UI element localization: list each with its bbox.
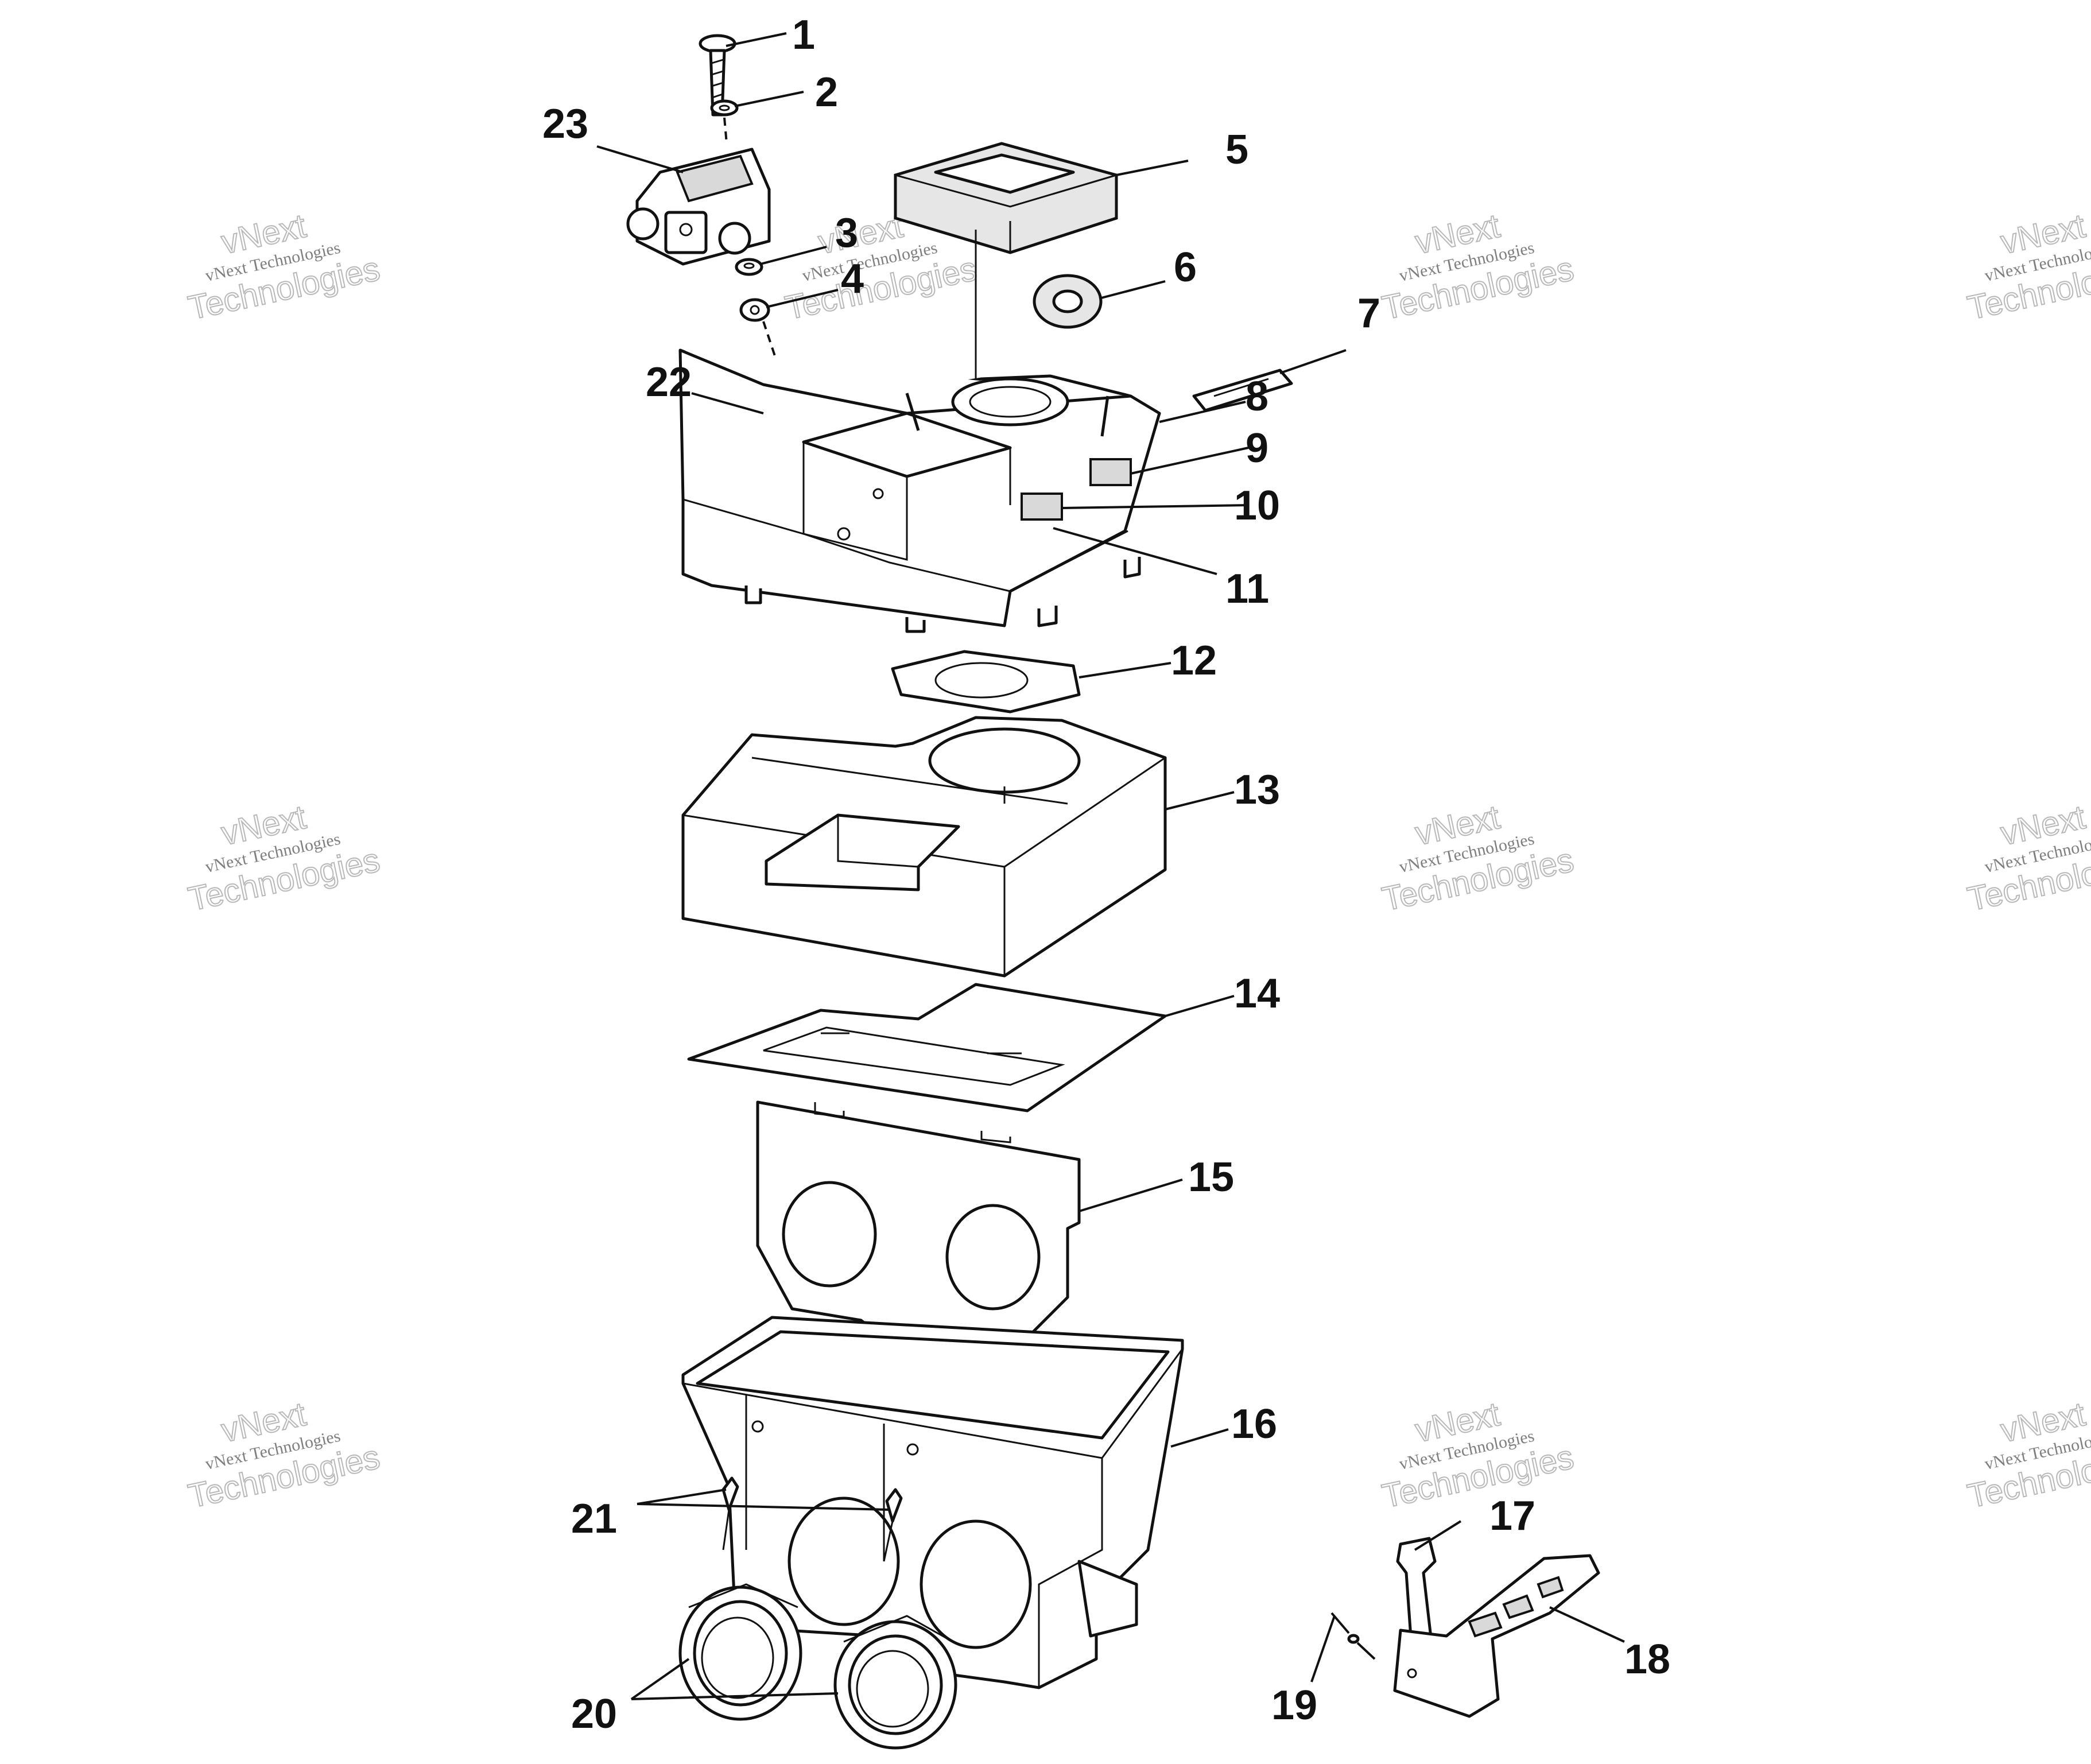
callout-3: 3 <box>835 210 858 256</box>
callout-23: 23 <box>542 101 588 147</box>
part-filter-housing <box>681 716 1167 978</box>
callout-16: 16 <box>1231 1401 1277 1447</box>
leader-line-15 <box>1079 1178 1183 1212</box>
leader-line-17 <box>1414 1520 1462 1551</box>
part-bracket <box>1393 1554 1600 1718</box>
leader-line-1 <box>726 32 787 47</box>
callout-19: 19 <box>1271 1682 1317 1728</box>
leader-line-3 <box>760 246 827 265</box>
leader-line-18 <box>1549 1606 1625 1643</box>
leader-line-16 <box>1170 1428 1229 1448</box>
callout-14: 14 <box>1234 971 1280 1017</box>
watermark: vNext vNext Technologies Technologies <box>185 1395 384 1516</box>
callout-8: 8 <box>1246 374 1268 420</box>
leader-line-13 <box>1165 791 1235 811</box>
callout-6: 6 <box>1174 245 1197 290</box>
callout-7: 7 <box>1357 290 1380 336</box>
callout-15: 15 <box>1188 1154 1234 1200</box>
callout-18: 18 <box>1624 1637 1670 1682</box>
leader-line-23 <box>596 145 684 173</box>
leader-line-20 <box>630 1658 839 1700</box>
leader-line-11 <box>1053 527 1217 575</box>
leader-line-7 <box>1279 349 1347 374</box>
leader-lines <box>596 32 1625 1700</box>
watermark: vNext vNext Technologies Technologies <box>1964 207 2091 328</box>
part-outlet-boots <box>678 1583 957 1750</box>
leader-line-2 <box>734 91 804 107</box>
part-screw <box>699 34 736 117</box>
callout-22: 22 <box>646 359 692 405</box>
callout-11: 11 <box>1225 566 1269 612</box>
watermark: vNext vNext Technologies Technologies <box>185 798 384 919</box>
leader-line-22 <box>691 392 764 414</box>
callout-labels: 1 2 3 4 5 6 7 8 9 10 11 12 13 14 15 16 1… <box>542 12 1670 1737</box>
part-strap <box>1192 369 1293 412</box>
leader-line-9 <box>1130 447 1249 475</box>
watermark: vNext vNext Technologies Technologies <box>185 207 384 328</box>
part-foam-filter <box>894 142 1118 402</box>
callout-13: 13 <box>1234 767 1280 813</box>
part-airbox-lid <box>678 348 1161 633</box>
callout-10: 10 <box>1234 483 1280 529</box>
callout-21: 21 <box>571 1496 617 1542</box>
leader-line-10 <box>1061 504 1249 509</box>
leader-line-6 <box>1099 280 1166 300</box>
part-airbox-base <box>681 1316 1184 1689</box>
leader-line-4 <box>766 289 839 308</box>
callout-5: 5 <box>1225 127 1248 173</box>
callout-9: 9 <box>1246 425 1268 471</box>
callout-1: 1 <box>792 12 815 58</box>
part-pin <box>1330 1612 1376 1660</box>
callout-2: 2 <box>815 69 838 115</box>
part-gasket <box>891 650 1081 714</box>
part-washer <box>710 99 739 144</box>
callout-12: 12 <box>1171 638 1217 684</box>
part-nut <box>735 258 763 276</box>
watermark: vNext vNext Technologies Technologies <box>782 207 981 328</box>
part-seal-ring <box>1033 274 1103 329</box>
leader-line-21 <box>637 1488 890 1511</box>
watermark: vNext vNext Technologies Technologies <box>1964 1395 2091 1516</box>
watermark: vNext vNext Technologies Technologies <box>1379 207 1578 328</box>
leader-line-19 <box>1310 1615 1336 1682</box>
watermark: vNext vNext Technologies Technologies <box>1964 798 2091 919</box>
callout-20: 20 <box>571 1691 617 1737</box>
leader-line-8 <box>1159 401 1246 423</box>
callout-4: 4 <box>841 256 864 302</box>
watermark: vNext vNext Technologies Technologies <box>1379 1395 1578 1516</box>
leader-line-5 <box>1116 160 1189 176</box>
part-clamps <box>721 1476 903 1562</box>
leader-line-12 <box>1079 662 1171 679</box>
callout-17: 17 <box>1489 1493 1535 1539</box>
part-plate <box>687 983 1167 1112</box>
leader-line-14 <box>1165 995 1235 1017</box>
part-module <box>626 148 771 266</box>
watermark: vNext vNext Technologies Technologies <box>1379 798 1578 919</box>
